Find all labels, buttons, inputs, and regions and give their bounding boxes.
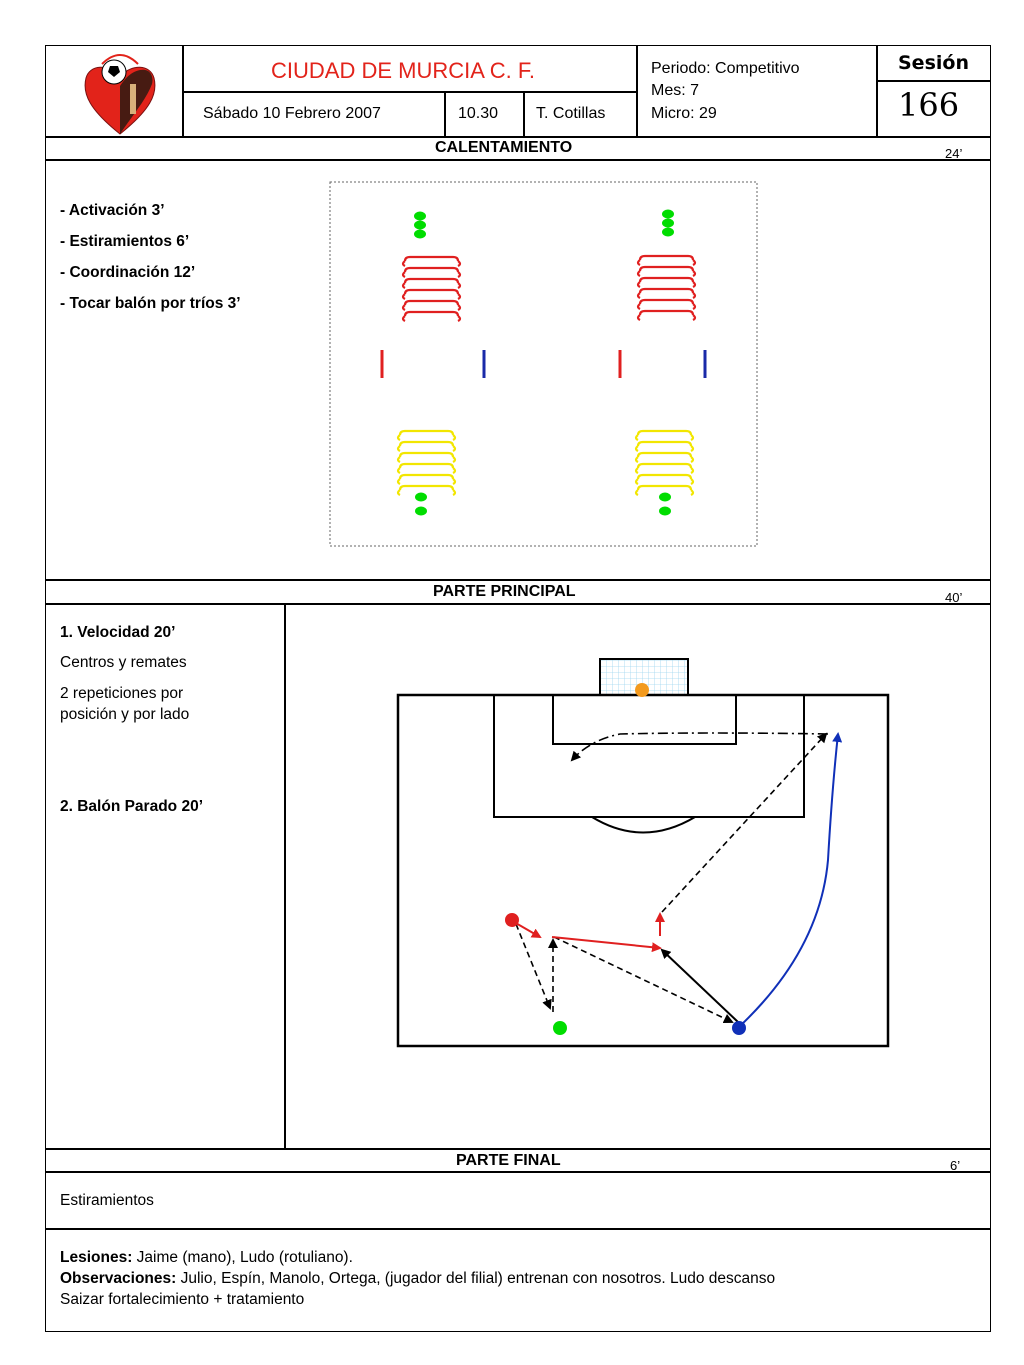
player-red-icon <box>505 913 519 927</box>
month-label: Mes: 7 <box>651 82 700 99</box>
hurdle-red-icon <box>401 299 462 311</box>
crest-icon <box>84 54 156 135</box>
pass-path <box>660 948 739 1023</box>
cone-marker-icon <box>415 506 427 516</box>
header-divider <box>876 45 878 137</box>
section-line <box>45 603 991 605</box>
hurdle-red-icon <box>401 277 462 289</box>
exercise1-desc: Centros y remates <box>60 654 187 671</box>
section-line <box>45 1148 991 1150</box>
cone-marker-icon <box>659 492 671 502</box>
hurdle-red-icon <box>401 266 462 278</box>
exercise2-title: 2. Balón Parado 20’ <box>60 798 203 815</box>
hurdle-red-icon <box>636 265 697 277</box>
micro-label: Micro: 29 <box>651 105 717 122</box>
exercise1-title: 1. Velocidad 20’ <box>60 624 176 641</box>
cone-marker-icon <box>662 227 674 237</box>
exercise1-reps: posición y por lado <box>60 706 190 723</box>
penalty-arc <box>591 816 696 834</box>
hurdle-yellow-icon <box>396 451 457 463</box>
period-label: Periodo: Competitivo <box>651 60 800 77</box>
hurdle-yellow-icon <box>396 473 457 485</box>
header-bottom-line <box>45 136 991 138</box>
cone-marker-icon <box>414 211 426 221</box>
warmup-minutes: 24’ <box>945 146 963 161</box>
warmup-title: CALENTAMIENTO <box>435 139 573 156</box>
main-minutes: 40’ <box>945 590 963 605</box>
header-divider <box>876 80 991 82</box>
coach-name: T. Cotillas <box>536 105 606 122</box>
hurdle-yellow-icon <box>396 484 457 496</box>
final-minutes: 6’ <box>950 1158 961 1173</box>
hurdle-red-icon <box>636 276 697 288</box>
player-green-icon <box>553 1021 567 1035</box>
main-title: PARTE PRINCIPAL <box>433 583 576 600</box>
hurdle-yellow-icon <box>634 473 695 485</box>
pitch-diagram <box>396 658 890 1048</box>
cone-marker-icon <box>414 220 426 230</box>
section-line <box>45 579 991 581</box>
hurdle-red-icon <box>636 309 697 321</box>
cone-marker-icon <box>662 218 674 228</box>
pass-path <box>553 936 734 1024</box>
section-line <box>45 1171 991 1173</box>
hurdle-yellow-icon <box>396 440 457 452</box>
final-title: PARTE FINAL <box>456 1152 561 1169</box>
observations-line: Observaciones: Julio, Espín, Manolo, Ort… <box>60 1270 775 1288</box>
hurdle-red-icon <box>401 288 462 300</box>
pass-path <box>515 923 552 1010</box>
header-divider <box>182 91 637 93</box>
warmup-item: - Estiramientos 6’ <box>60 233 190 250</box>
session-time: 10.30 <box>458 105 499 122</box>
cone-marker-icon <box>414 229 426 239</box>
session-label: Sesión <box>898 52 969 74</box>
column-divider <box>284 603 286 1148</box>
goal-area <box>552 694 737 745</box>
observations-text: Julio, Espín, Manolo, Ortega, (jugador d… <box>176 1270 776 1287</box>
hurdle-red-icon <box>401 255 462 267</box>
hurdle-yellow-icon <box>634 429 695 441</box>
final-content: Estiramientos <box>60 1192 154 1209</box>
hurdle-red-icon <box>636 298 697 310</box>
injuries-label: Lesiones: <box>60 1249 133 1266</box>
run-path <box>513 921 542 938</box>
warmup-diagram <box>329 181 758 547</box>
header-divider <box>444 91 446 137</box>
observations-label: Observaciones: <box>60 1270 177 1287</box>
run-path <box>551 936 662 953</box>
hurdle-red-icon <box>636 287 697 299</box>
hurdle-yellow-icon <box>634 462 695 474</box>
run-path <box>739 732 843 1027</box>
goalkeeper-icon <box>635 683 649 697</box>
hurdle-yellow-icon <box>634 440 695 452</box>
sheet-frame <box>45 45 991 1332</box>
cross-path <box>570 732 829 762</box>
observations-line2: Saizar fortalecimiento + tratamiento <box>60 1291 305 1308</box>
club-name: CIUDAD DE MURCIA C. F. <box>271 58 536 83</box>
hurdle-yellow-icon <box>634 484 695 496</box>
hurdle-yellow-icon <box>396 429 457 441</box>
exercise1-reps: 2 repeticiones por <box>60 685 184 702</box>
session-number: 166 <box>898 86 960 124</box>
injuries-line: Lesiones: Jaime (mano), Ludo (rotuliano)… <box>60 1249 353 1267</box>
cone-marker-icon <box>662 209 674 219</box>
session-date: Sábado 10 Febrero 2007 <box>203 105 381 122</box>
header-divider <box>523 91 525 137</box>
hurdle-yellow-icon <box>634 451 695 463</box>
section-line <box>45 159 991 161</box>
warmup-item: - Tocar balón por tríos 3’ <box>60 295 241 312</box>
hurdle-yellow-icon <box>396 462 457 474</box>
penalty-area <box>493 694 805 818</box>
player-blue-icon <box>732 1021 746 1035</box>
injuries-text: Jaime (mano), Ludo (rotuliano). <box>132 1249 353 1266</box>
warmup-item: - Activación 3’ <box>60 202 165 219</box>
section-line <box>45 1228 991 1230</box>
hurdle-red-icon <box>401 310 462 322</box>
pass-path <box>661 732 828 913</box>
cone-marker-icon <box>659 506 671 516</box>
hurdle-red-icon <box>636 254 697 266</box>
cone-marker-icon <box>415 492 427 502</box>
warmup-item: - Coordinación 12’ <box>60 264 196 281</box>
